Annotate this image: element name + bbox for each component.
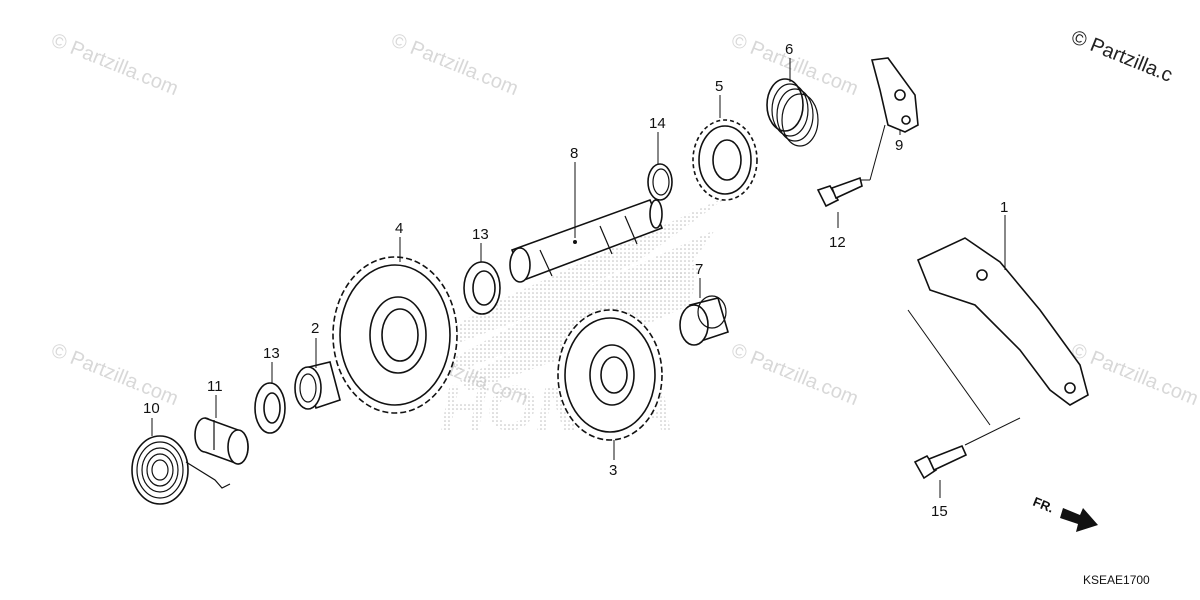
callout-10: 10 (143, 400, 160, 417)
front-arrow-icon (1060, 508, 1098, 532)
callout-2: 2 (311, 320, 319, 337)
callout-6: 6 (785, 41, 793, 58)
watermark-6: © Partzilla.com (728, 339, 861, 410)
part-12-bolt (816, 176, 863, 208)
callout-14: 14 (649, 115, 666, 132)
watermark-4: © Partzilla.com (48, 339, 181, 410)
diagram-code: KSEAE1700 (1083, 573, 1150, 587)
part-10-spring (131, 435, 231, 505)
watermark-2: © Partzilla.com (388, 29, 521, 100)
callout-labels: 1 2 3 4 5 6 7 8 9 10 11 12 13 13 14 15 (143, 41, 1008, 520)
part-3-gear (557, 309, 663, 441)
part-5-ratchet (692, 119, 758, 201)
callout-15: 15 (931, 503, 948, 520)
callout-12: 12 (829, 234, 846, 251)
part-9-plate (870, 57, 919, 133)
part-6-spring (766, 78, 819, 147)
part-8-shaft (509, 198, 664, 283)
callout-13-left: 13 (263, 345, 280, 362)
part-7-collar (679, 295, 729, 346)
part-15-bolt (913, 444, 968, 480)
callout-11: 11 (207, 378, 223, 395)
part-13-washer-middle (463, 261, 501, 315)
part-13-washer-left (254, 382, 286, 434)
part-2-bushing (294, 361, 341, 410)
callout-13-middle: 13 (472, 226, 489, 243)
part-14-circlip (647, 163, 673, 201)
watermark-1: © Partzilla.com (48, 29, 181, 100)
copyright-notice: © Partzilla.c (1068, 26, 1175, 86)
part-1-cover (916, 237, 1089, 406)
callout-8: 8 (570, 145, 578, 162)
callout-7: 7 (695, 261, 703, 278)
callout-1: 1 (1000, 199, 1008, 216)
part-4-gear (332, 256, 458, 414)
callout-5: 5 (715, 78, 723, 95)
front-direction-label: FR. (1031, 494, 1056, 516)
watermark-7: © Partzilla.com (1068, 339, 1200, 410)
callout-9: 9 (895, 137, 903, 154)
callout-4: 4 (395, 220, 403, 237)
front-direction-indicator: FR. (1031, 494, 1098, 532)
part-11-collar (194, 417, 249, 465)
callout-3: 3 (609, 462, 617, 479)
leader-lines (151, 58, 1021, 498)
